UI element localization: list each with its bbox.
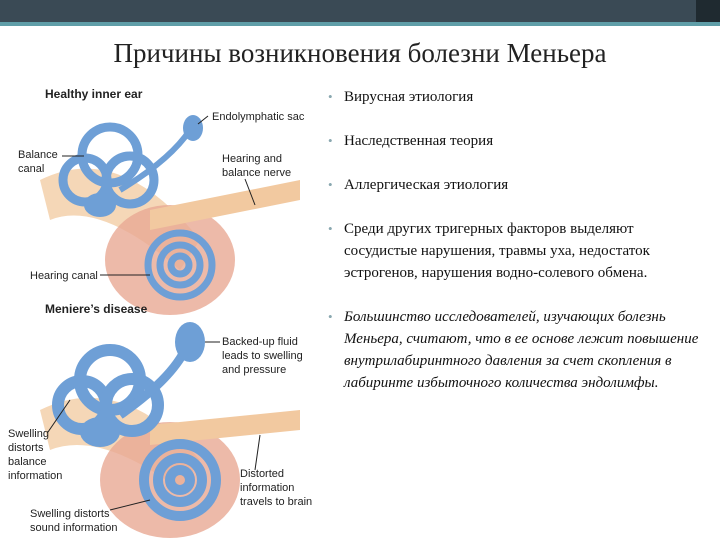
leader-line	[47, 399, 71, 433]
vestibule-shape	[84, 193, 116, 217]
bullet-dot-icon: •	[328, 221, 333, 236]
backed-up-label-1: Backed-up fluid	[222, 336, 298, 348]
meniere-ear-diagram: Meniere’s disease Backed-up fluid leads …	[8, 302, 312, 538]
leader-line	[197, 115, 209, 125]
bullet-item: • Наследственная теория	[326, 130, 706, 152]
inner-ear-illustration: Healthy inner ear Endolymphatic sac Bala…	[8, 87, 312, 538]
bullet-item: • Большинство исследователей, изучающих …	[326, 306, 706, 394]
bullet-item: • Аллергическая этиология	[326, 174, 706, 196]
leader-line	[254, 434, 261, 471]
meniere-heading: Meniere’s disease	[45, 302, 148, 316]
swollen-sac-shape	[175, 322, 205, 362]
swelling-balance-label-3: balance	[8, 456, 47, 468]
backed-up-label-2: leads to swelling	[222, 350, 303, 362]
top-bar-accent-line	[0, 22, 720, 26]
leader-line	[109, 499, 151, 511]
bullet-dot-icon: •	[328, 133, 333, 148]
bullet-dot-icon: •	[328, 309, 333, 324]
swelling-balance-label-1: Swelling	[8, 428, 49, 440]
leader-line	[244, 178, 256, 206]
bullet-list: • Вирусная этиология • Наследственная те…	[326, 86, 706, 394]
distorted-label-1: Distorted	[240, 468, 284, 480]
bullet-text: Среди других тригерных факторов выделяют…	[344, 221, 650, 281]
nerve-band	[150, 410, 300, 445]
bullet-item: • Среди других тригерных факторов выделя…	[326, 218, 706, 284]
swollen-cochlea-spiral	[139, 439, 221, 521]
healthy-ear-diagram: Healthy inner ear Endolymphatic sac Bala…	[18, 87, 305, 315]
bullet-text: Вирусная этиология	[344, 89, 474, 105]
endolymphatic-sac-label: Endolymphatic sac	[212, 111, 305, 123]
balance-canal-shape-3	[101, 151, 159, 209]
cochlea-spiral	[144, 229, 216, 301]
swelling-balance-label-4: information	[8, 470, 62, 482]
top-bar	[0, 0, 720, 26]
bullet-dot-icon: •	[328, 89, 333, 104]
swollen-canal-shape-3	[100, 373, 164, 437]
backed-up-label-3: and pressure	[222, 364, 286, 376]
balance-canal-label-2: canal	[18, 163, 44, 175]
slide-title: Причины возникновения болезни Меньера	[113, 38, 607, 68]
hearing-canal-label: Hearing canal	[30, 270, 98, 282]
bullet-text: Наследственная теория	[344, 133, 494, 149]
bullet-text: Большинство исследователей, изучающих бо…	[344, 309, 699, 391]
healthy-ear-heading: Healthy inner ear	[45, 87, 143, 101]
nerve-band	[150, 180, 300, 230]
swelling-balance-label-2: distorts	[8, 442, 44, 454]
swelling-sound-label-1: Swelling distorts	[30, 508, 110, 520]
hearing-nerve-label-1: Hearing and	[222, 153, 282, 165]
bullet-text: Аллергическая этиология	[344, 177, 509, 193]
top-bar-dark-block	[696, 0, 720, 22]
balance-canal-label-1: Balance	[18, 149, 58, 161]
bullet-dot-icon: •	[328, 177, 333, 192]
hearing-nerve-label-2: balance nerve	[222, 167, 291, 179]
distorted-label-3: travels to brain	[240, 496, 312, 508]
bullet-item: • Вирусная этиология	[326, 86, 706, 108]
swelling-sound-label-2: sound information	[30, 522, 117, 534]
endolymphatic-sac-shape	[183, 115, 203, 141]
distorted-label-2: information	[240, 482, 294, 494]
vestibule-shape	[80, 417, 120, 447]
